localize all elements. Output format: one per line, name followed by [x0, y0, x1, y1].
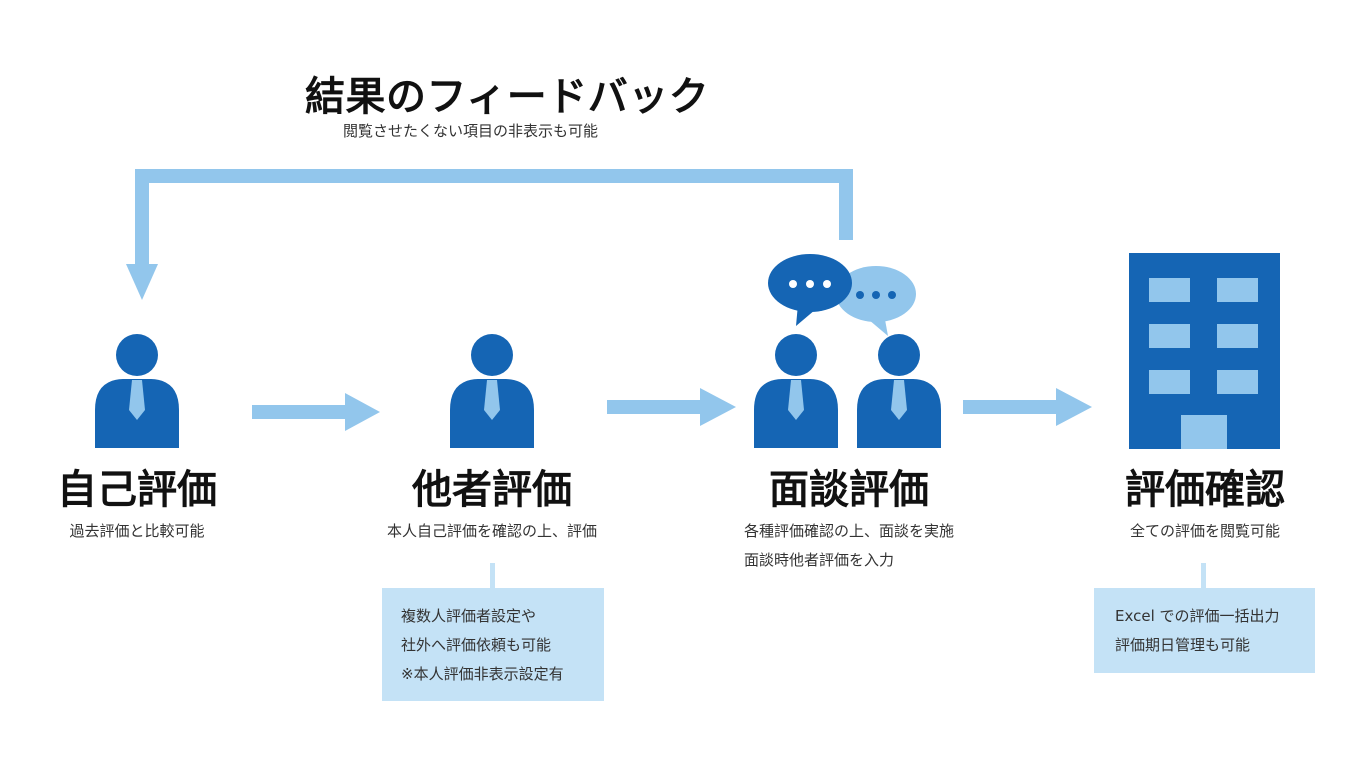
stage-title-confirm: 評価確認 — [1125, 467, 1285, 513]
note-connector — [1201, 563, 1206, 589]
feedback-subtitle: 閲覧させたくない項目の非表示も可能 — [343, 122, 599, 140]
stage-title-interview: 面談評価 — [769, 467, 929, 513]
note-line: 評価期日管理も可能 — [1115, 636, 1251, 654]
note-box-other-eval: 複数人評価者設定や 社外へ評価依頼も可能 ※本人評価非表示設定有 — [382, 588, 604, 701]
arrow-right-icon — [252, 393, 380, 431]
person-icon — [857, 334, 941, 448]
feedback-arrow-icon — [126, 169, 853, 300]
speech-bubble-icon — [836, 266, 916, 336]
speech-bubble-icon — [768, 254, 852, 326]
person-icon — [450, 334, 534, 448]
stage-desc-other: 本人自己評価を確認の上、評価 — [386, 522, 597, 540]
note-line: ※本人評価非表示設定有 — [401, 665, 564, 683]
stage-title-self: 自己評価 — [57, 467, 217, 513]
stage-desc-interview: 各種評価確認の上、面談を実施 — [743, 522, 954, 540]
person-icon — [754, 334, 838, 448]
arrow-right-icon — [607, 388, 736, 426]
stage-desc-confirm: 全ての評価を閲覧可能 — [1129, 522, 1280, 540]
building-icon — [1129, 253, 1280, 449]
arrow-right-icon — [963, 388, 1092, 426]
stage-title-other: 他者評価 — [412, 467, 572, 513]
note-line: 社外へ評価依頼も可能 — [401, 636, 552, 654]
note-box-confirm: Excel での評価一括出力 評価期日管理も可能 — [1094, 588, 1315, 673]
note-connector — [490, 563, 495, 589]
stage-desc-self: 過去評価と比較可能 — [69, 522, 205, 540]
note-line: Excel での評価一括出力 — [1115, 607, 1280, 625]
person-icon — [95, 334, 179, 448]
note-line: 複数人評価者設定や — [401, 607, 537, 625]
feedback-title: 結果のフィードバック — [305, 74, 710, 120]
stage-desc-interview: 面談時他者評価を入力 — [743, 551, 894, 569]
